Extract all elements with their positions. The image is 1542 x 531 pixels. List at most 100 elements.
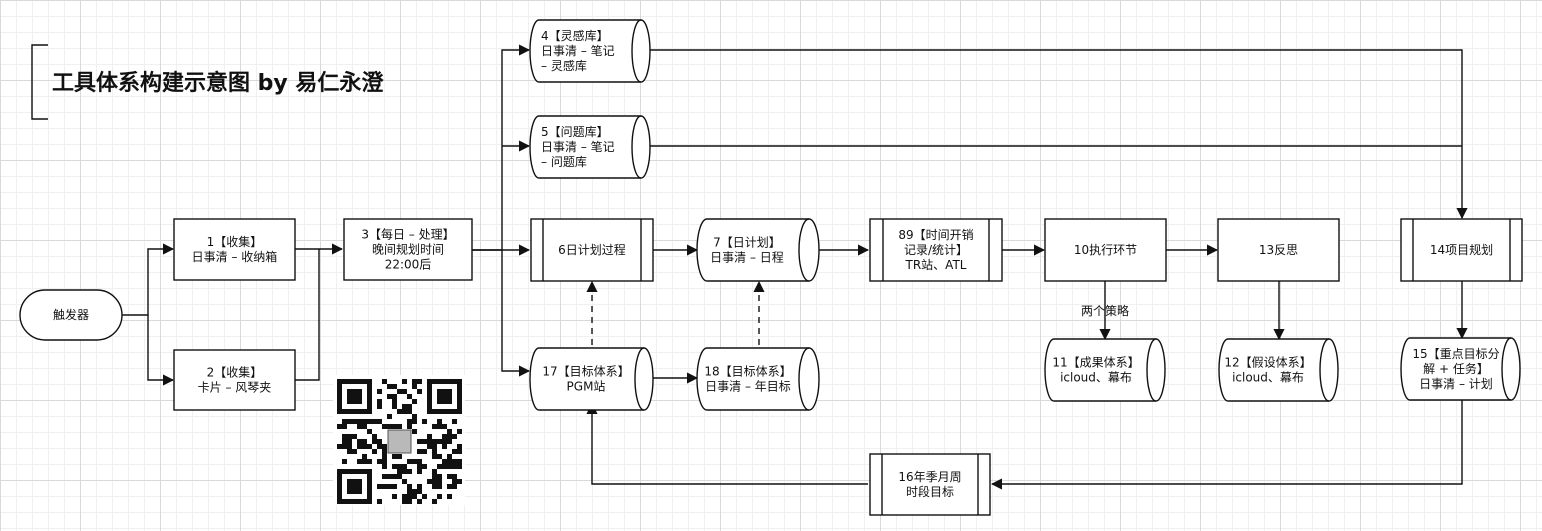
qr-module (357, 409, 362, 414)
qr-module (432, 444, 437, 449)
qr-module (437, 479, 442, 484)
qr-module (347, 489, 352, 494)
qr-module (337, 424, 342, 429)
node-label-line: 记录/统计】 (904, 243, 968, 257)
node-14-project-planning[interactable]: 14项目规划 (1400, 218, 1523, 282)
qr-module (367, 499, 372, 504)
edge-n15-n16[interactable] (990, 400, 1463, 490)
qr-module (422, 449, 427, 454)
qr-module (427, 479, 432, 484)
qr-module (367, 399, 372, 404)
page-title: 工具体系构建示意图 by 易仁永澄 (52, 70, 384, 96)
qr-module (382, 484, 387, 489)
qr-module (452, 464, 457, 469)
svg-text:14项目规划: 14项目规划 (1430, 242, 1493, 257)
svg-text:1【收集】日事清 – 收纳箱: 1【收集】日事清 – 收纳箱 (192, 234, 278, 264)
qr-module (372, 449, 377, 454)
node-15-key-goal-breakdown[interactable]: 15【重点目标分解 + 任务】日事清 – 计划 (1400, 337, 1521, 401)
qr-module (342, 499, 347, 504)
qr-module (412, 379, 417, 384)
qr-module (342, 439, 347, 444)
node-7-daily-plan[interactable]: 7【日计划】日事清 – 日程 (696, 218, 820, 282)
qr-module (357, 419, 362, 424)
node-6-daily-plan-process[interactable]: 6日计划过程 (530, 218, 654, 282)
qr-module (457, 409, 462, 414)
qr-code-image (333, 375, 465, 505)
qr-module (347, 394, 352, 399)
qr-module (432, 469, 437, 474)
qr-module (347, 439, 352, 444)
qr-module (422, 439, 427, 444)
node-trigger[interactable]: 触发器 (19, 289, 123, 341)
qr-module (347, 479, 352, 484)
qr-module (392, 484, 397, 489)
qr-module (342, 409, 347, 414)
qr-module (442, 434, 447, 439)
edge-trigger-n1[interactable] (122, 243, 175, 316)
qr-module (357, 394, 362, 399)
node-label-line: 6日计划过程 (558, 242, 626, 257)
qr-module (427, 404, 432, 409)
qr-module (352, 379, 357, 384)
qr-module (352, 434, 357, 439)
node-label-line: 日事清 – 笔记 (541, 139, 615, 154)
qr-module (457, 449, 462, 454)
node-11-results-system[interactable]: 11【成果体系】icloud、幕布 (1044, 338, 1166, 402)
node-89-time-log[interactable]: 89【时间开销记录/统计】TR站、ATL (869, 218, 1003, 282)
qr-module (447, 394, 452, 399)
qr-module (382, 449, 387, 454)
node-17-goal-system-pgm[interactable]: 17【目标体系】PGM站 (529, 347, 654, 411)
qr-module (347, 449, 352, 454)
node-label-line: 16年季月周 (898, 470, 961, 484)
svg-text:4【灵感库】日事清 – 笔记– 灵感库: 4【灵感库】日事清 – 笔记– 灵感库 (541, 28, 615, 73)
qr-module (457, 394, 462, 399)
edge-n2-n3[interactable] (295, 249, 320, 381)
node-13-reflection[interactable]: 13反思 (1217, 218, 1340, 282)
edge-trigger-n2[interactable] (147, 315, 175, 386)
node-10-execution[interactable]: 10执行环节 (1044, 218, 1167, 282)
qr-module (417, 469, 422, 474)
qr-module (382, 379, 387, 384)
qr-module (397, 464, 402, 469)
node-5-question-library[interactable]: 5【问题库】日事清 – 笔记– 问题库 (529, 115, 651, 179)
qr-module (347, 499, 352, 504)
qr-module (337, 444, 342, 449)
node-12-hypothesis-system[interactable]: 12【假设体系】icloud、幕布 (1218, 338, 1339, 402)
qr-module (337, 499, 342, 504)
qr-module (352, 419, 357, 424)
qr-module (337, 399, 342, 404)
qr-module (447, 464, 452, 469)
qr-module (367, 384, 372, 389)
qr-module (337, 479, 342, 484)
svg-text:12【假设体系】icloud、幕布: 12【假设体系】icloud、幕布 (1224, 356, 1311, 385)
qr-module (417, 449, 422, 454)
node-label-line: 日事清 – 年目标 (705, 380, 791, 394)
qr-module (402, 479, 407, 484)
qr-module (367, 479, 372, 484)
qr-module (397, 474, 402, 479)
node-2-collect-cards[interactable]: 2【收集】卡片 – 风琴夹 (173, 349, 296, 411)
edge-n3-n4[interactable] (472, 44, 531, 251)
edge-n3-n17[interactable] (501, 250, 531, 377)
qr-module (417, 484, 422, 489)
node-label-line: – 问题库 (541, 154, 587, 169)
node-1-collect-inbox[interactable]: 1【收集】日事清 – 收纳箱 (173, 218, 296, 281)
qr-module (407, 419, 412, 424)
qr-module (347, 399, 352, 404)
qr-module (337, 489, 342, 494)
qr-module (367, 484, 372, 489)
qr-module (367, 379, 372, 384)
qr-module (452, 459, 457, 464)
qr-module (437, 389, 442, 394)
qr-module (362, 379, 367, 384)
qr-module (337, 494, 342, 499)
qr-module (447, 399, 452, 404)
node-18-goal-system-yearly[interactable]: 18【目标体系】日事清 – 年目标 (696, 347, 820, 411)
qr-module (407, 404, 412, 409)
node-4-inspiration-library[interactable]: 4【灵感库】日事清 – 笔记– 灵感库 (529, 19, 651, 83)
edge-n4-n14[interactable] (650, 49, 1468, 220)
node-16-period-goals[interactable]: 16年季月周时段目标 (869, 453, 991, 516)
svg-text:7【日计划】日事清 – 日程: 7【日计划】日事清 – 日程 (710, 236, 784, 265)
edge-n16-n17[interactable] (586, 402, 868, 485)
